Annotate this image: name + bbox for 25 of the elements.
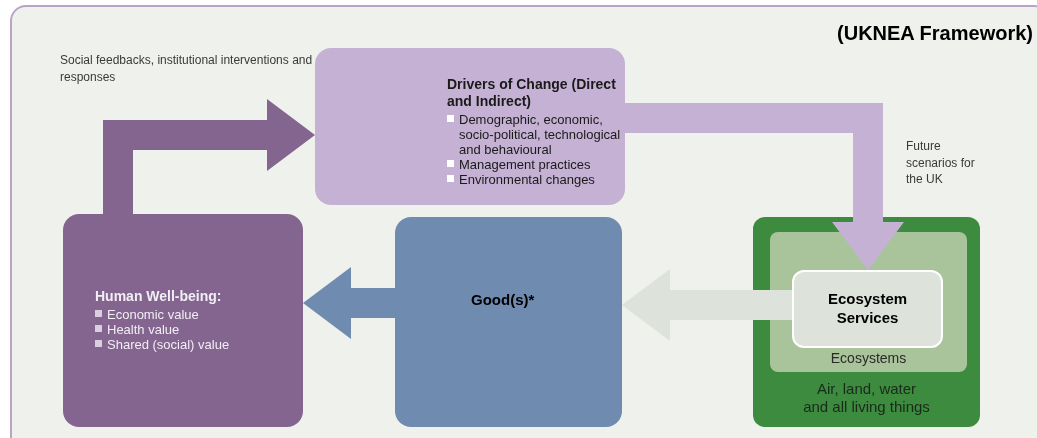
diagram-title: (UKNEA Framework): [837, 21, 1033, 46]
bullet-text: Management practices: [459, 157, 591, 172]
block-arrow: [622, 269, 792, 341]
bullet-text: Shared (social) value: [107, 337, 230, 352]
bullet-text: Economic value: [107, 307, 199, 322]
edge-label: Social feedbacks, institutional interventions and responses: [60, 52, 314, 85]
bullet-text: Health value: [107, 322, 180, 337]
box-text: Ecosystems: [829, 349, 908, 368]
services-box: [792, 270, 943, 348]
edge-label: Future scenarios for the UK: [906, 138, 976, 188]
box-heading: Human Well-being:: [95, 288, 223, 305]
box-text: Air, land, water and all living things: [803, 379, 930, 417]
block-arrow: [303, 267, 395, 339]
environment-box: [753, 217, 980, 427]
wellbeing-box: [63, 214, 303, 427]
box-heading: Drivers of Change (Direct and Indirect): [447, 76, 617, 110]
bullet-text: Demographic, economic, socio-political, technological and behavioural: [459, 112, 622, 157]
goods-box: [395, 217, 622, 427]
block-arrow: [103, 99, 315, 214]
block-arrow: [625, 103, 904, 270]
ecosystems-box: [770, 232, 967, 372]
drivers-box: [315, 48, 625, 205]
box-text: Ecosystem Services: [826, 290, 909, 328]
box-text: Good(s)*: [471, 290, 536, 310]
bullet-text: Environmental changes: [459, 172, 595, 187]
